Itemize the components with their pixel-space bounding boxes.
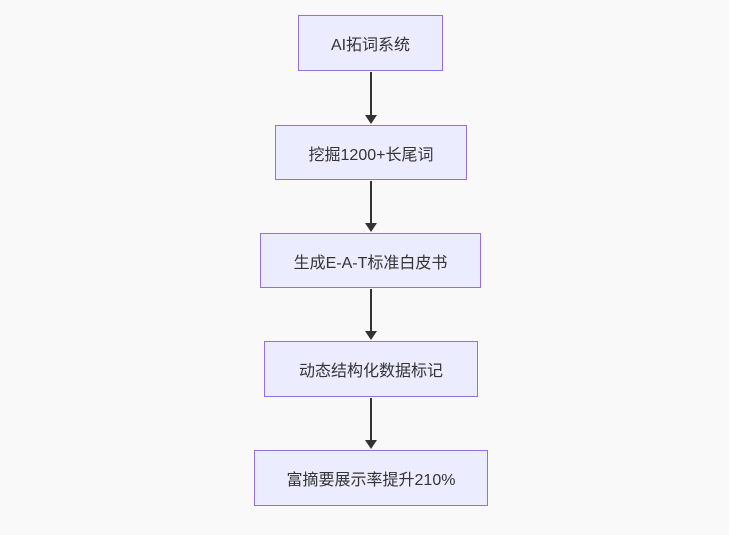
- flow-node-structured-data-markup: 动态结构化数据标记: [264, 341, 478, 397]
- arrow-head-icon: [365, 223, 377, 232]
- flow-node-eat-whitepaper: 生成E-A-T标准白皮书: [260, 233, 481, 288]
- flow-arrow-2: [364, 181, 378, 232]
- flow-arrow-1: [364, 72, 378, 124]
- arrow-line: [370, 289, 372, 333]
- flow-node-ai-keyword-system: AI拓词系统: [298, 15, 443, 71]
- flow-arrow-3: [364, 289, 378, 340]
- arrow-head-icon: [365, 440, 377, 449]
- flow-node-label: 动态结构化数据标记: [298, 363, 443, 380]
- flow-node-label: 挖掘1200+长尾词: [308, 146, 434, 164]
- flow-arrow-4: [364, 398, 378, 449]
- flow-node-label: 生成E-A-T标准白皮书: [293, 254, 448, 272]
- flow-node-label: AI拓词系统: [330, 37, 411, 54]
- arrow-head-icon: [365, 331, 377, 340]
- arrow-line: [370, 398, 372, 442]
- arrow-head-icon: [365, 115, 377, 124]
- flow-node-longtail-mining: 挖掘1200+长尾词: [275, 125, 467, 180]
- arrow-line: [370, 72, 372, 117]
- flow-node-rich-snippet-result: 富摘要展示率提升210%: [254, 450, 488, 506]
- flow-node-label: 富摘要展示率提升210%: [286, 472, 456, 489]
- arrow-line: [370, 181, 372, 225]
